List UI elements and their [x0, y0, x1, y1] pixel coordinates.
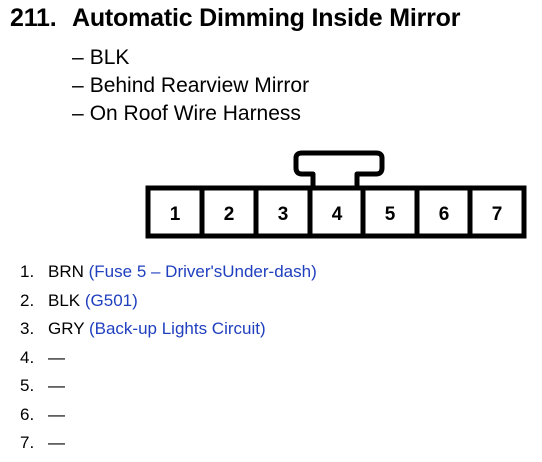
pin-row: 1. BRN (Fuse 5 – Driver'sUnder-dash): [20, 258, 317, 287]
pin-number: 7.: [20, 433, 35, 452]
pin-wire: BLK: [48, 290, 81, 310]
pin-number: 1.: [20, 262, 35, 281]
cavity-label: 6: [439, 204, 450, 225]
connector-number: 211.: [10, 4, 57, 32]
detail-text: BLK: [89, 46, 130, 69]
cavity-label: 4: [332, 204, 343, 225]
cavity-label: 7: [492, 204, 503, 225]
pin-row: 3. GRY (Back-up Lights Circuit): [20, 315, 317, 344]
cavity-label: 5: [385, 204, 396, 225]
detail-color: –BLK: [72, 44, 309, 72]
pin-wire: GRY: [48, 319, 85, 338]
pin-wire: —: [48, 404, 65, 424]
pin-row: 2. BLK (G501): [20, 287, 317, 316]
pin-number: 4.: [20, 347, 35, 367]
connector-details: –BLK –Behind Rearview Mirror –On Roof Wi…: [72, 44, 309, 128]
detail-dash: –: [72, 74, 84, 97]
connector-title: Automatic Dimming Inside Mirror: [72, 4, 461, 32]
detail-dash: –: [72, 46, 84, 69]
pin-row: 4. —: [20, 344, 317, 373]
cavity-label: 2: [224, 204, 235, 225]
pin-number: 3.: [20, 319, 35, 338]
detail-text: Behind Rearview Mirror: [89, 74, 310, 97]
pin-note: (Fuse 5 – Driver'sUnder-dash): [88, 262, 317, 281]
detail-dash: –: [72, 102, 84, 125]
pin-wire: —: [48, 347, 65, 367]
cavity-label: 1: [170, 204, 181, 225]
pin-number: 5.: [20, 376, 35, 395]
pin-number: 6.: [20, 404, 35, 424]
pin-note: (Back-up Lights Circuit): [88, 319, 266, 338]
connector-heading: 211. Automatic Dimming Inside Mirror: [10, 4, 460, 33]
pin-wire: —: [48, 376, 65, 395]
detail-text: On Roof Wire Harness: [89, 102, 301, 125]
pin-wire: BRN: [48, 262, 84, 281]
pin-row: 7. —: [20, 429, 317, 458]
pin-wire: —: [48, 433, 65, 452]
pin-list: 1. BRN (Fuse 5 – Driver'sUnder-dash) 2. BL…: [20, 258, 317, 458]
detail-location: –Behind Rearview Mirror: [72, 72, 309, 100]
cavity-label: 3: [278, 204, 289, 225]
pin-note: (G501): [84, 290, 138, 310]
connector-lock-tab: [293, 150, 385, 190]
pin-row: 6. —: [20, 401, 317, 430]
connector-body: [145, 185, 527, 239]
pin-row: 5. —: [20, 372, 317, 401]
detail-harness: –On Roof Wire Harness: [72, 100, 309, 128]
pin-number: 2.: [20, 290, 35, 310]
